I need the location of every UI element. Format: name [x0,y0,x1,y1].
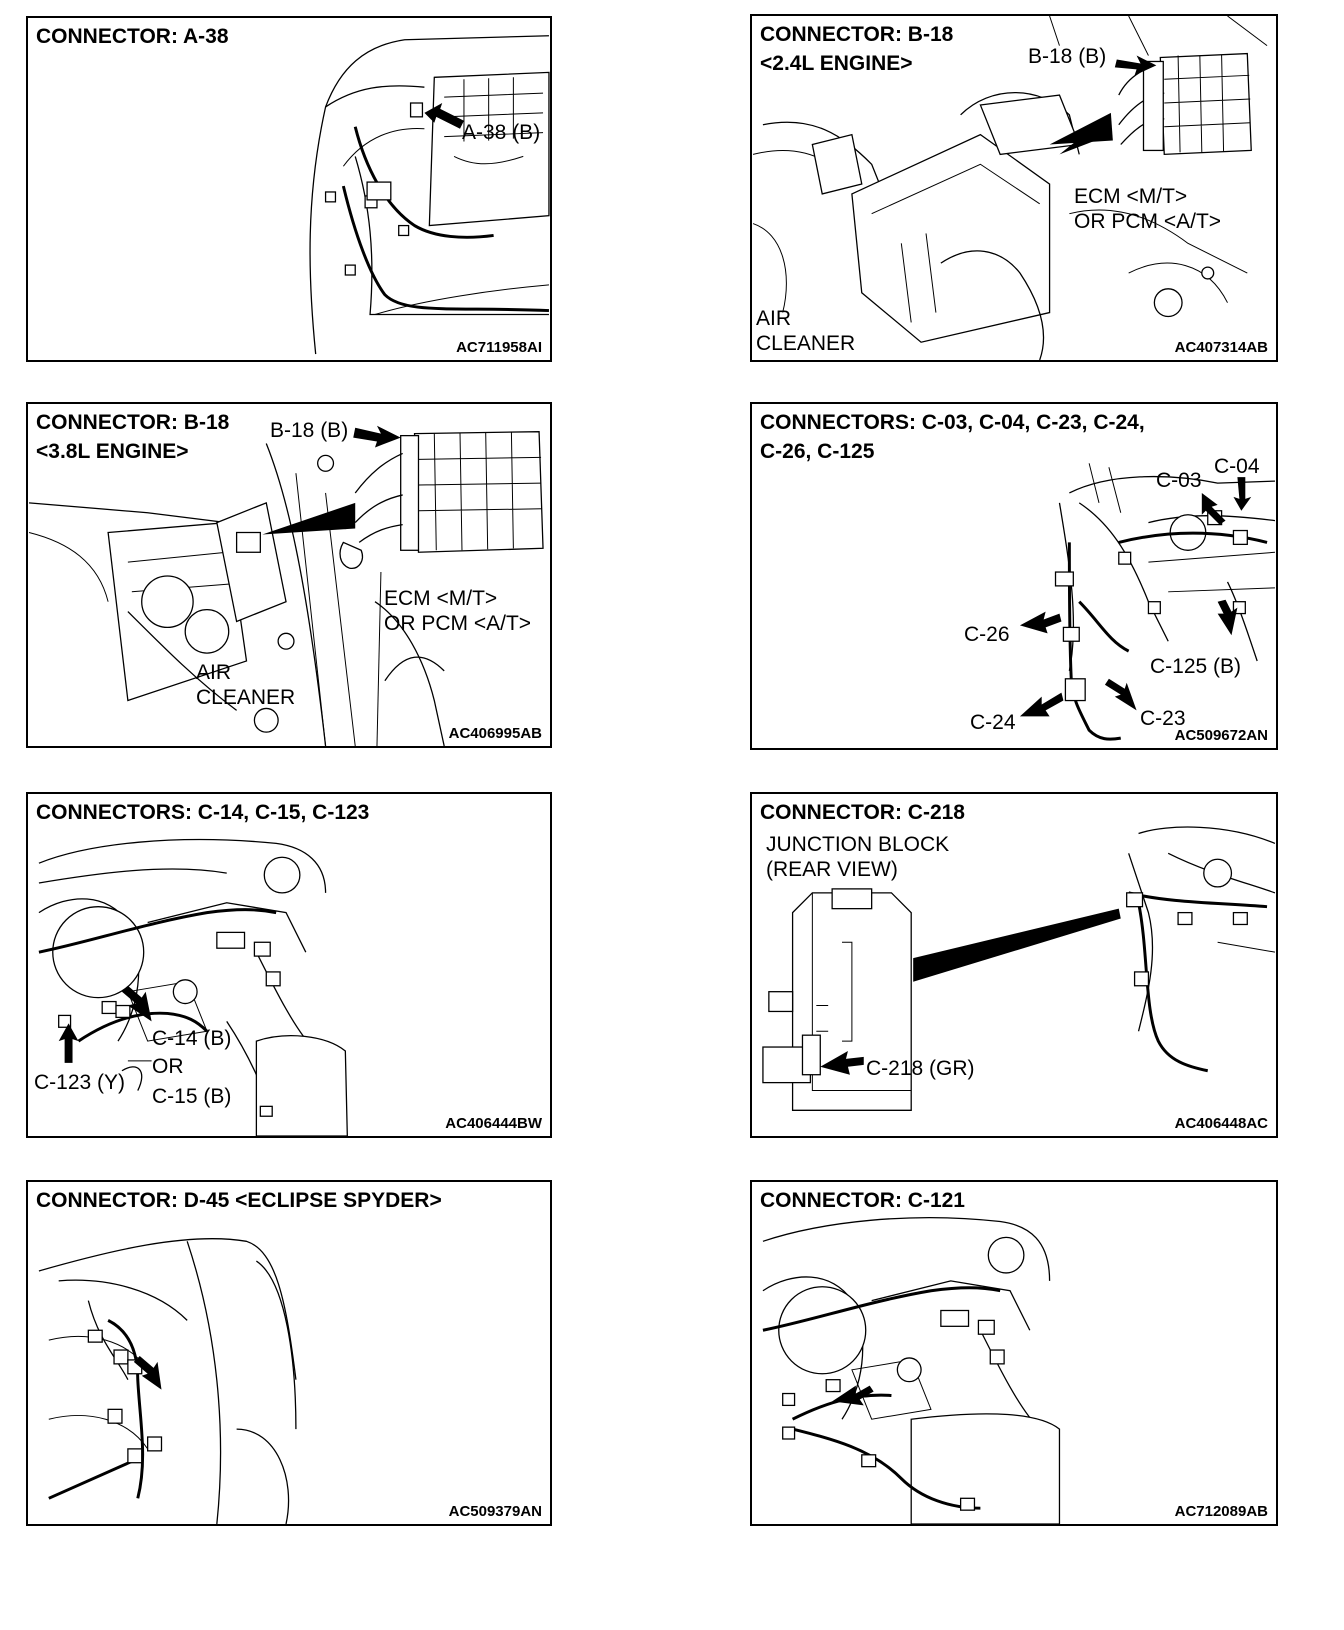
panel-d45: CONNECTOR: D-45 <ECLIPSE SPYDER> AC50937… [26,1180,552,1526]
callout-c03: C-03 [1156,469,1202,492]
callout-or: OR [152,1055,184,1078]
figure-code: AC711958AI [456,339,542,356]
panel-c03-c125: CONNECTORS: C-03, C-04, C-23, C-24, C-26… [750,402,1278,750]
panel-c14-c15-c123: CONNECTORS: C-14, C-15, C-123 C-14 (B) O… [26,792,552,1138]
callout-c123: C-123 (Y) [34,1071,126,1094]
engine-bay-illustration [28,425,544,746]
callout-c14: C-14 (B) [152,1027,232,1050]
panel-b18-24l: CONNECTOR: B-18 <2.4L ENGINE> B-18 (B) E… [750,14,1278,362]
figure-code: AC406448AC [1174,1115,1268,1132]
callout-ecm-pcm: ECM <M/T> OR PCM <A/T> [384,587,532,635]
panel-title: CONNECTORS: C-03, C-04, C-23, C-24, C-26… [760,411,1145,463]
callout-ecm-pcm: ECM <M/T> OR PCM <A/T> [1074,185,1222,233]
junction-block-caption: JUNCTION BLOCK (REAR VIEW) [766,833,950,881]
panel-c218: CONNECTOR: C-218 JUNCTION BLOCK (REAR VI… [750,792,1278,1138]
figure-code: AC407314AB [1174,339,1268,356]
vehicle-rear-illustration [38,1238,297,1524]
dashboard-harness-illustration [38,838,348,1136]
figure-code: AC509672AN [1174,727,1268,744]
callout-c24: C-24 [970,711,1016,734]
figure-code: AC406995AB [448,725,542,742]
figure-code: AC406444BW [445,1115,542,1132]
dashboard-harness-illustration [762,1217,1061,1524]
junction-block-illustration [762,826,1276,1111]
callout-c218: C-218 (GR) [866,1057,975,1080]
callout-a38-b: A-38 (B) [462,121,541,144]
callout-c23: C-23 [1140,707,1186,730]
panel-title: CONNECTOR: B-18 <2.4L ENGINE> [760,23,954,75]
callout-b18-b: B-18 (B) [1028,45,1107,68]
engine-bay-illustration [309,35,550,355]
callout-c15: C-15 (B) [152,1085,232,1108]
engine-bay-illustration [752,16,1268,360]
figure-code: AC712089AB [1174,1503,1268,1520]
panel-b18-38l: CONNECTOR: B-18 <3.8L ENGINE> B-18 (B) E… [26,402,552,748]
panel-a38: CONNECTOR: A-38 A-38 (B) AC711958AI [26,16,552,362]
callout-c26: C-26 [964,623,1010,646]
callout-c04: C-04 [1214,455,1260,478]
panel-title: CONNECTOR: A-38 [36,25,229,48]
callout-b18-b: B-18 (B) [270,419,349,442]
callout-air-cleaner: AIR CLEANER [756,307,856,355]
panel-c121: CONNECTOR: C-121 AC712089AB [750,1180,1278,1526]
callout-c125: C-125 (B) [1150,655,1242,678]
figure-code: AC509379AN [448,1503,542,1520]
callout-air-cleaner: AIR CLEANER [196,661,296,709]
dashboard-harness-illustration [1019,463,1276,741]
panel-title: CONNECTORS: C-14, C-15, C-123 [36,801,370,824]
panel-title: CONNECTOR: C-218 [760,801,965,824]
panel-title: CONNECTOR: B-18 <3.8L ENGINE> [36,411,230,463]
panel-title: CONNECTOR: D-45 <ECLIPSE SPYDER> [36,1189,442,1212]
panel-title: CONNECTOR: C-121 [760,1189,965,1212]
